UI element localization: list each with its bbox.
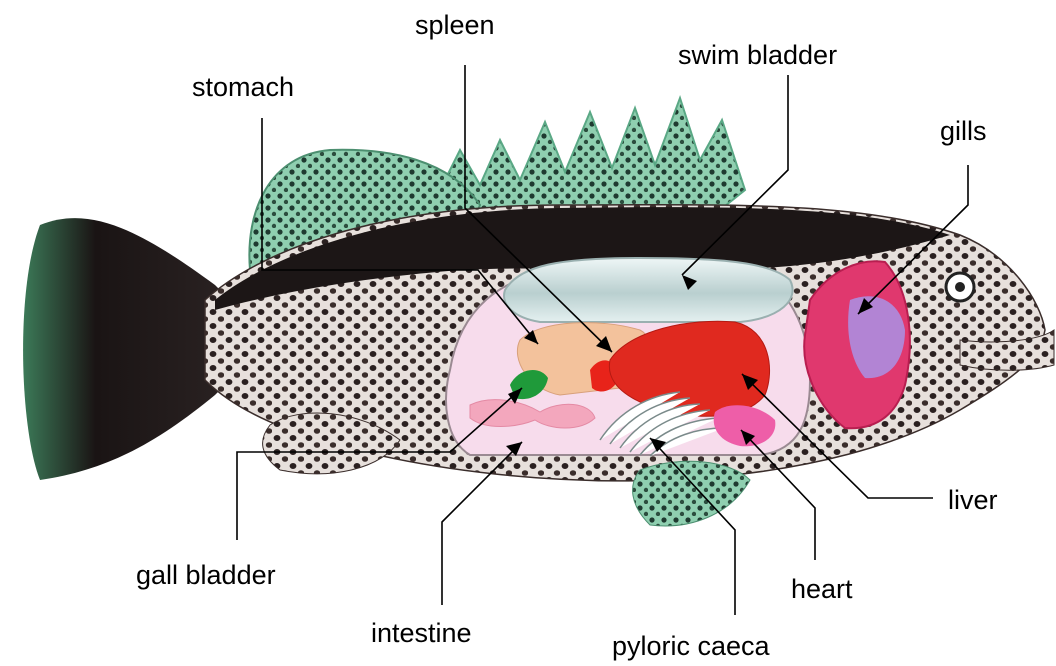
label-gall-bladder: gall bladder [136, 562, 276, 589]
swim-bladder [504, 258, 793, 322]
label-liver: liver [948, 487, 998, 514]
label-heart: heart [791, 576, 853, 603]
anal-fin [633, 461, 750, 526]
label-stomach: stomach [192, 74, 294, 101]
tail-fin [23, 218, 230, 480]
label-swim-bladder: swim bladder [678, 42, 837, 69]
label-pyloric-caeca: pyloric caeca [612, 633, 770, 660]
label-gills: gills [940, 118, 987, 145]
label-intestine: intestine [371, 620, 472, 647]
dorsal-fin [440, 98, 745, 212]
label-spleen: spleen [415, 12, 495, 39]
